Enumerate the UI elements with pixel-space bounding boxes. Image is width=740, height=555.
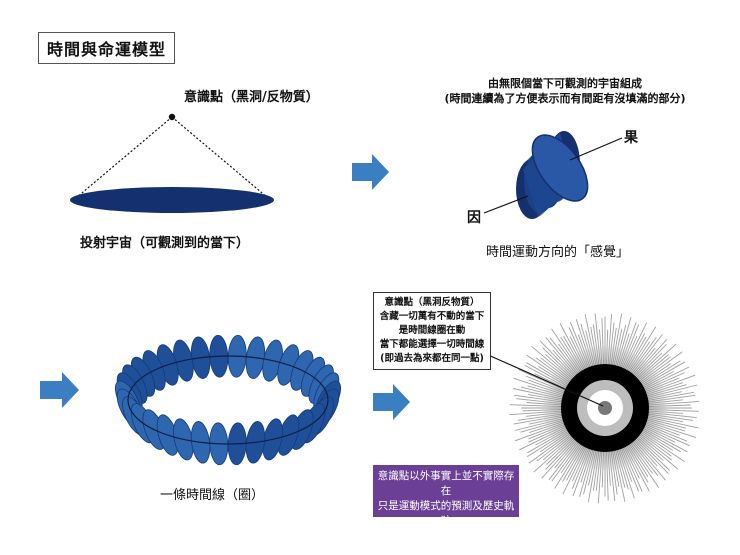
stacked-disks bbox=[483, 131, 623, 219]
projection-universe-label: 投射宇宙（可觀測到的當下） bbox=[80, 236, 250, 251]
cause-label: 因 bbox=[467, 210, 481, 226]
arrow-right-icon bbox=[352, 154, 389, 190]
purple-line1: 意識點以外事實上並不實際存在 bbox=[377, 470, 515, 497]
consciousness-point-label: 意識點（黑洞/反物質） bbox=[184, 90, 319, 105]
effect-label: 果 bbox=[624, 130, 638, 146]
arrow-right-icon bbox=[40, 372, 79, 408]
note-line3: 是時間線圈在動 bbox=[398, 325, 466, 336]
page-title: 時間與命運模型 bbox=[38, 32, 176, 64]
note-pointer-line bbox=[485, 353, 604, 407]
universe-description: 由無限個當下可觀測的宇宙組成 (時間連續為了方便表示而有間距有沒填滿的部分) bbox=[420, 76, 710, 106]
projection-cone bbox=[70, 113, 274, 213]
consciousness-dot bbox=[168, 113, 176, 121]
purple-line3: 存在的只有當下 bbox=[409, 530, 483, 542]
timeline-caption: 一條時間線（圈） bbox=[160, 488, 265, 503]
ring-track bbox=[127, 355, 329, 445]
reality-note-box: 意識點以外事實上並不實際存在 只是運動模式的預測及歷史軌跡 存在的只有當下 bbox=[373, 465, 519, 542]
burst-center-dot bbox=[598, 401, 612, 415]
note-line4: 當下都能選擇一切時間線 bbox=[379, 339, 485, 350]
purple-line2: 只是運動模式的預測及歷史軌跡 bbox=[377, 500, 515, 527]
note-line1: 意識點（黑洞反物質） bbox=[384, 297, 480, 308]
time-motion-caption: 時間運動方向的「感覺」 bbox=[486, 245, 630, 260]
universe-desc-line2: (時間連續為了方便表示而有間距有沒填滿的部分) bbox=[444, 92, 686, 105]
note-line2: 含藏一切萬有不動的當下 bbox=[379, 311, 485, 322]
timeline-ring bbox=[114, 334, 342, 466]
consciousness-note-box: 意識點（黑洞反物質） 含藏一切萬有不動的當下 是時間線圈在動 當下都能選擇一切時… bbox=[373, 292, 491, 370]
arrow-right-icon bbox=[373, 384, 410, 420]
universe-desc-line1: 由無限個當下可觀測的宇宙組成 bbox=[488, 77, 642, 90]
note-line5: (即過去為來都在同一點) bbox=[380, 353, 484, 364]
projection-disc bbox=[70, 187, 274, 213]
